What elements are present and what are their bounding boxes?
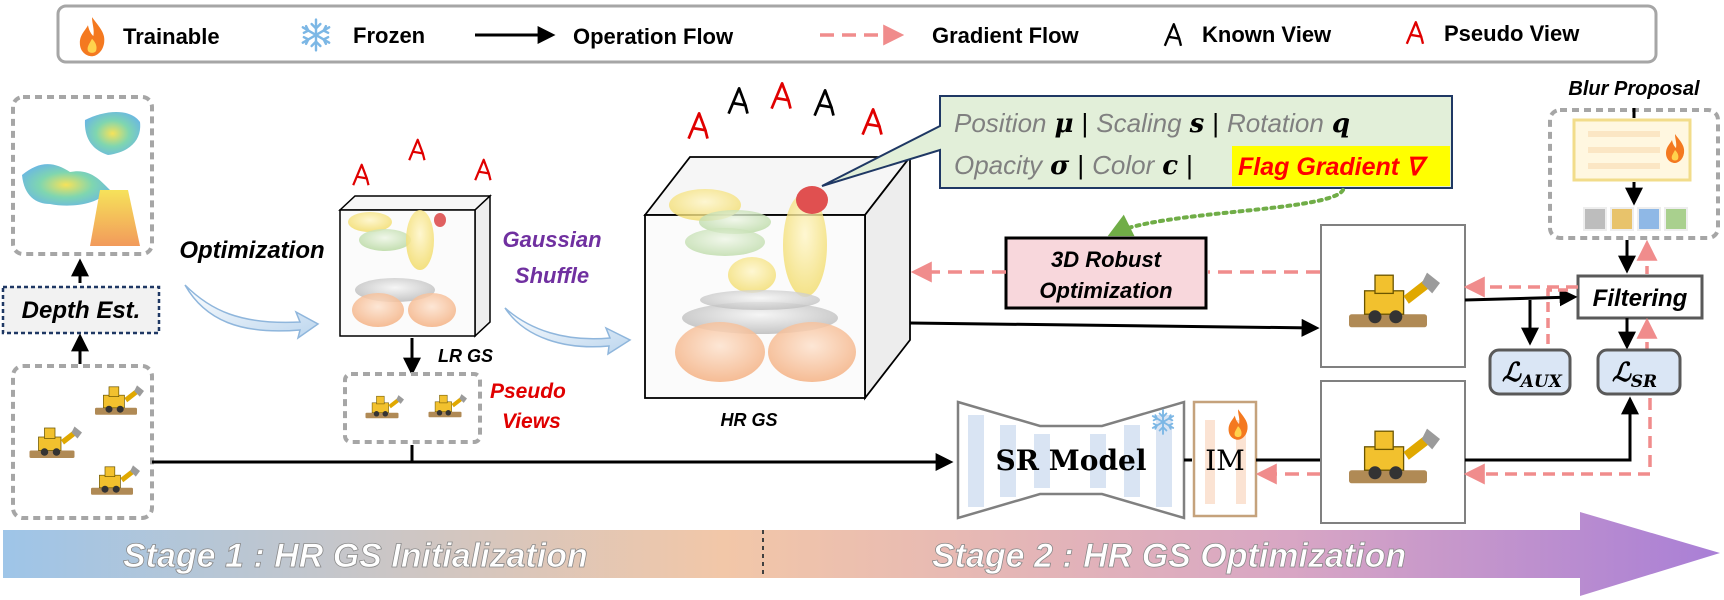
sr-loss-label: ℒSR (1612, 358, 1657, 392)
legend-known-view: Known View (1202, 22, 1332, 47)
depth-est-label: Depth Est. (22, 297, 141, 324)
robust-opt-label-line2: Optimization (1039, 278, 1172, 303)
optimization-label: Optimization (179, 237, 324, 264)
depth-map-image (90, 190, 140, 246)
sr-model-label: SR Model (996, 444, 1147, 477)
pseudo-views-panel (343, 372, 482, 444)
depth-est-box (1, 285, 161, 335)
pseudo-camera-icon (408, 138, 426, 162)
legend: Trainable Frozen Operation Flow Gradient… (56, 4, 1658, 64)
blur-proposal-label: Blur Proposal (1568, 78, 1700, 100)
flow-hr-gs-to-render (909, 318, 1320, 337)
depth-map-image (22, 164, 110, 206)
stage-arrow (3, 512, 1720, 596)
aux-loss-label: ℒAUX (1502, 358, 1563, 392)
input-views-frame (11, 364, 154, 520)
gradient-aux-path (1546, 288, 1568, 344)
pseudo-camera-icon (861, 108, 883, 136)
blur-proposal-panel (1548, 108, 1720, 240)
legend-frozen: Frozen (353, 23, 425, 48)
symbol-q: q (1332, 109, 1350, 139)
attribute-opacity: Opacity (954, 150, 1044, 180)
lr-gs-label: LR GS (438, 346, 493, 366)
legend-operation-flow: Operation Flow (573, 24, 734, 49)
im-label: IM (1205, 444, 1245, 477)
gaussian-shuffle-label-line1: Gaussian (502, 227, 601, 252)
filtering-box (1576, 274, 1704, 320)
gaussian-shuffle-swoosh-arrow (504, 307, 632, 356)
pseudo-camera-icon (474, 158, 492, 182)
legend-pseudo-view: Pseudo View (1444, 21, 1580, 46)
pseudo-camera-icon (687, 112, 709, 140)
pseudo-views-frame (343, 372, 482, 444)
robust-opt-label-line1: 3D Robust (1051, 247, 1163, 272)
filtering-label: Filtering (1593, 285, 1688, 312)
hr-gs-cube (643, 154, 912, 401)
symbol-sigma: σ (1050, 151, 1070, 181)
symbol-c: c (1162, 151, 1178, 181)
robust-optimization-box (1004, 236, 1208, 310)
im-block: IM (1192, 400, 1258, 518)
attribute-position: Position (954, 108, 1047, 138)
known-camera-icon (727, 87, 749, 115)
aux-loss-box (1488, 348, 1572, 396)
flag-gradient-highlight (1232, 146, 1450, 186)
sr-model-block: SR Model (956, 400, 1186, 520)
known-camera-icon (813, 89, 835, 117)
stage-2-label: Stage 2 : HR GS Optimization (932, 537, 1406, 575)
attribute-scaling: Scaling (1096, 108, 1182, 138)
hr-gs-label: HR GS (720, 410, 777, 430)
attribute-color: Color (1092, 150, 1155, 180)
pseudo-views-label-line1: Pseudo (490, 380, 566, 403)
symbol-s: s (1189, 109, 1205, 139)
pseudo-camera-icon (352, 163, 370, 187)
symbol-mu: μ (1055, 109, 1074, 139)
flag-to-robust-arrow (1107, 188, 1345, 237)
stage-bar: Stage 1 : HR GS Initialization Stage 2 :… (3, 512, 1720, 596)
attribute-rotation: Rotation (1227, 108, 1324, 138)
flag-gradient-label: Flag Gradient ∇ (1238, 153, 1429, 181)
stage-1-label: Stage 1 : HR GS Initialization (123, 537, 588, 575)
optimization-swoosh-arrow (184, 284, 320, 340)
depth-map-image (84, 112, 141, 155)
gradient-sr-loss-to-sr-image (1463, 398, 1652, 485)
legend-trainable: Trainable (123, 24, 220, 49)
lr-gs-cube (338, 194, 492, 338)
legend-gradient-flow: Gradient Flow (932, 23, 1080, 48)
depth-maps-panel (11, 95, 154, 256)
sr-loss-box (1596, 348, 1682, 396)
render-to-filtering-arrow (1464, 288, 1578, 307)
legend-frame (56, 4, 1658, 64)
gaussian-shuffle-label-line2: Shuffle (515, 263, 589, 288)
sr-image-to-sr-loss-arrow (1465, 396, 1639, 462)
pseudo-camera-icon (770, 82, 792, 110)
pseudo-views-label-line2: Views (502, 410, 561, 433)
input-views-panel (11, 364, 154, 520)
